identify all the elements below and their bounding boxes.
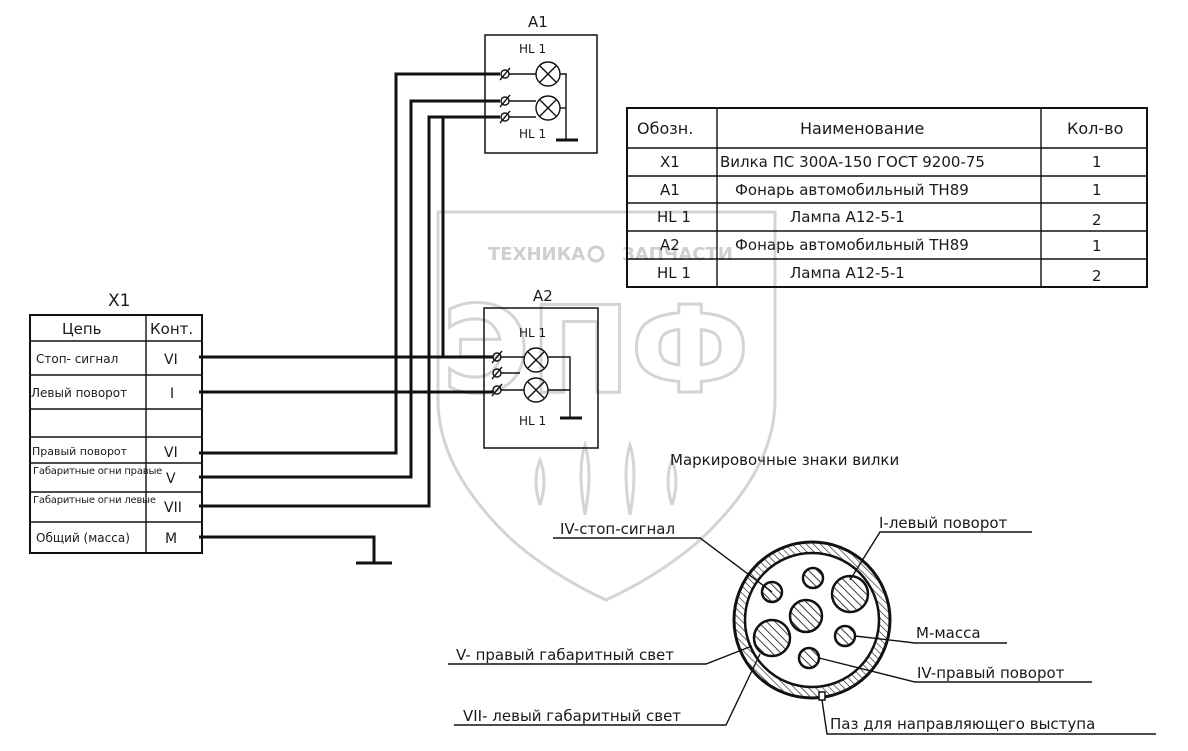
plug-marking: Маркировочные знаки вилки IV-стоп-сигнал… — [448, 451, 1156, 735]
table-row-contact: M — [165, 531, 177, 547]
table-row-contact: I — [170, 386, 174, 402]
table-row-code: HL 1 — [657, 208, 691, 226]
table-row-qty: 1 — [1092, 181, 1102, 199]
plug-label-stop: IV-стоп-сигнал — [560, 520, 675, 538]
block-a2-title: A2 — [533, 287, 553, 305]
table-row-name: Фонарь автомобильный ТН89 — [735, 236, 969, 254]
plug-face — [732, 540, 892, 701]
spec-header-code: Обозн. — [637, 119, 693, 138]
table-row-circuit: Правый поворот — [32, 445, 128, 458]
wheat-icon — [534, 440, 678, 516]
spec-table: Обозн. Наименование Кол-во X1 Вилка ПС 3… — [626, 107, 1148, 288]
terminal-icon — [491, 350, 503, 397]
block-a2-lamp-top-label: HL 1 — [519, 326, 546, 340]
watermark-text-left: ТЕХНИКА — [488, 244, 585, 265]
table-row-qty: 2 — [1092, 211, 1102, 229]
table-row-contact: VI — [164, 445, 178, 461]
plug-label-left-marker: VII- левый габаритный свет — [463, 707, 681, 725]
table-row-circuit: Левый поворот — [31, 386, 127, 400]
table-row-qty: 2 — [1092, 267, 1102, 285]
table-row-circuit: Габаритные огни левые — [33, 495, 156, 506]
table-row-circuit: Стоп- сигнал — [36, 352, 118, 366]
plug-label-groove: Паз для направляющего выступа — [830, 715, 1095, 733]
table-row-qty: 1 — [1092, 237, 1102, 255]
block-a1-lamp-bottom-label: HL 1 — [519, 127, 546, 141]
table-row-contact: VII — [164, 500, 182, 516]
table-row-name: Вилка ПС 300А-150 ГОСТ 9200-75 — [720, 153, 985, 171]
table-row-name: Лампа А12-5-1 — [790, 208, 905, 226]
block-a1-lamp-top-label: HL 1 — [519, 42, 546, 56]
connector-table: X1 Цепь Конт. Стоп- сигнал VI Левый пово… — [29, 291, 203, 554]
connector-header-circuit: Цепь — [62, 320, 102, 338]
spec-header-qty: Кол-во — [1067, 119, 1123, 138]
watermark: ТЕХНИКА ЗАПЧАСТИ ЭПФ — [436, 210, 777, 602]
table-row-name: Лампа А12-5-1 — [790, 264, 905, 282]
spec-header-name: Наименование — [800, 119, 924, 138]
table-row-name: Фонарь автомобильный ТН89 — [735, 181, 969, 199]
table-row-contact: V — [166, 471, 176, 487]
block-a2-lamp-bottom-label: HL 1 — [519, 414, 546, 428]
block-a1-title: A1 — [528, 13, 548, 31]
block-a1: A1 HL 1 HL 1 — [484, 13, 598, 154]
table-row-qty: 1 — [1092, 153, 1102, 171]
plug-label-mass: М-масса — [916, 624, 981, 642]
table-row-code: HL 1 — [657, 264, 691, 282]
plug-label-left-turn: I-левый поворот — [879, 514, 1008, 532]
connector-header-contact: Конт. — [150, 320, 193, 338]
table-row-circuit: Габаритные огни правые — [33, 466, 162, 477]
lamp-icon — [523, 347, 549, 373]
table-row-code: A2 — [660, 236, 680, 254]
plug-label-right-turn: IV-правый поворот — [917, 664, 1065, 682]
table-row-code: X1 — [660, 153, 680, 171]
table-row-contact: VI — [164, 352, 178, 368]
watermark-logo: ЭПФ — [442, 282, 750, 421]
wires — [199, 72, 500, 565]
table-row-code: A1 — [660, 181, 680, 199]
table-row-circuit: Общий (масса) — [36, 531, 130, 545]
plug-label-right-marker: V- правый габаритный свет — [456, 646, 674, 664]
watermark-text-right: ЗАПЧАСТИ — [622, 244, 733, 265]
connector-table-title: X1 — [108, 291, 130, 311]
gear-icon — [587, 245, 605, 263]
plug-marking-title: Маркировочные знаки вилки — [670, 451, 899, 469]
